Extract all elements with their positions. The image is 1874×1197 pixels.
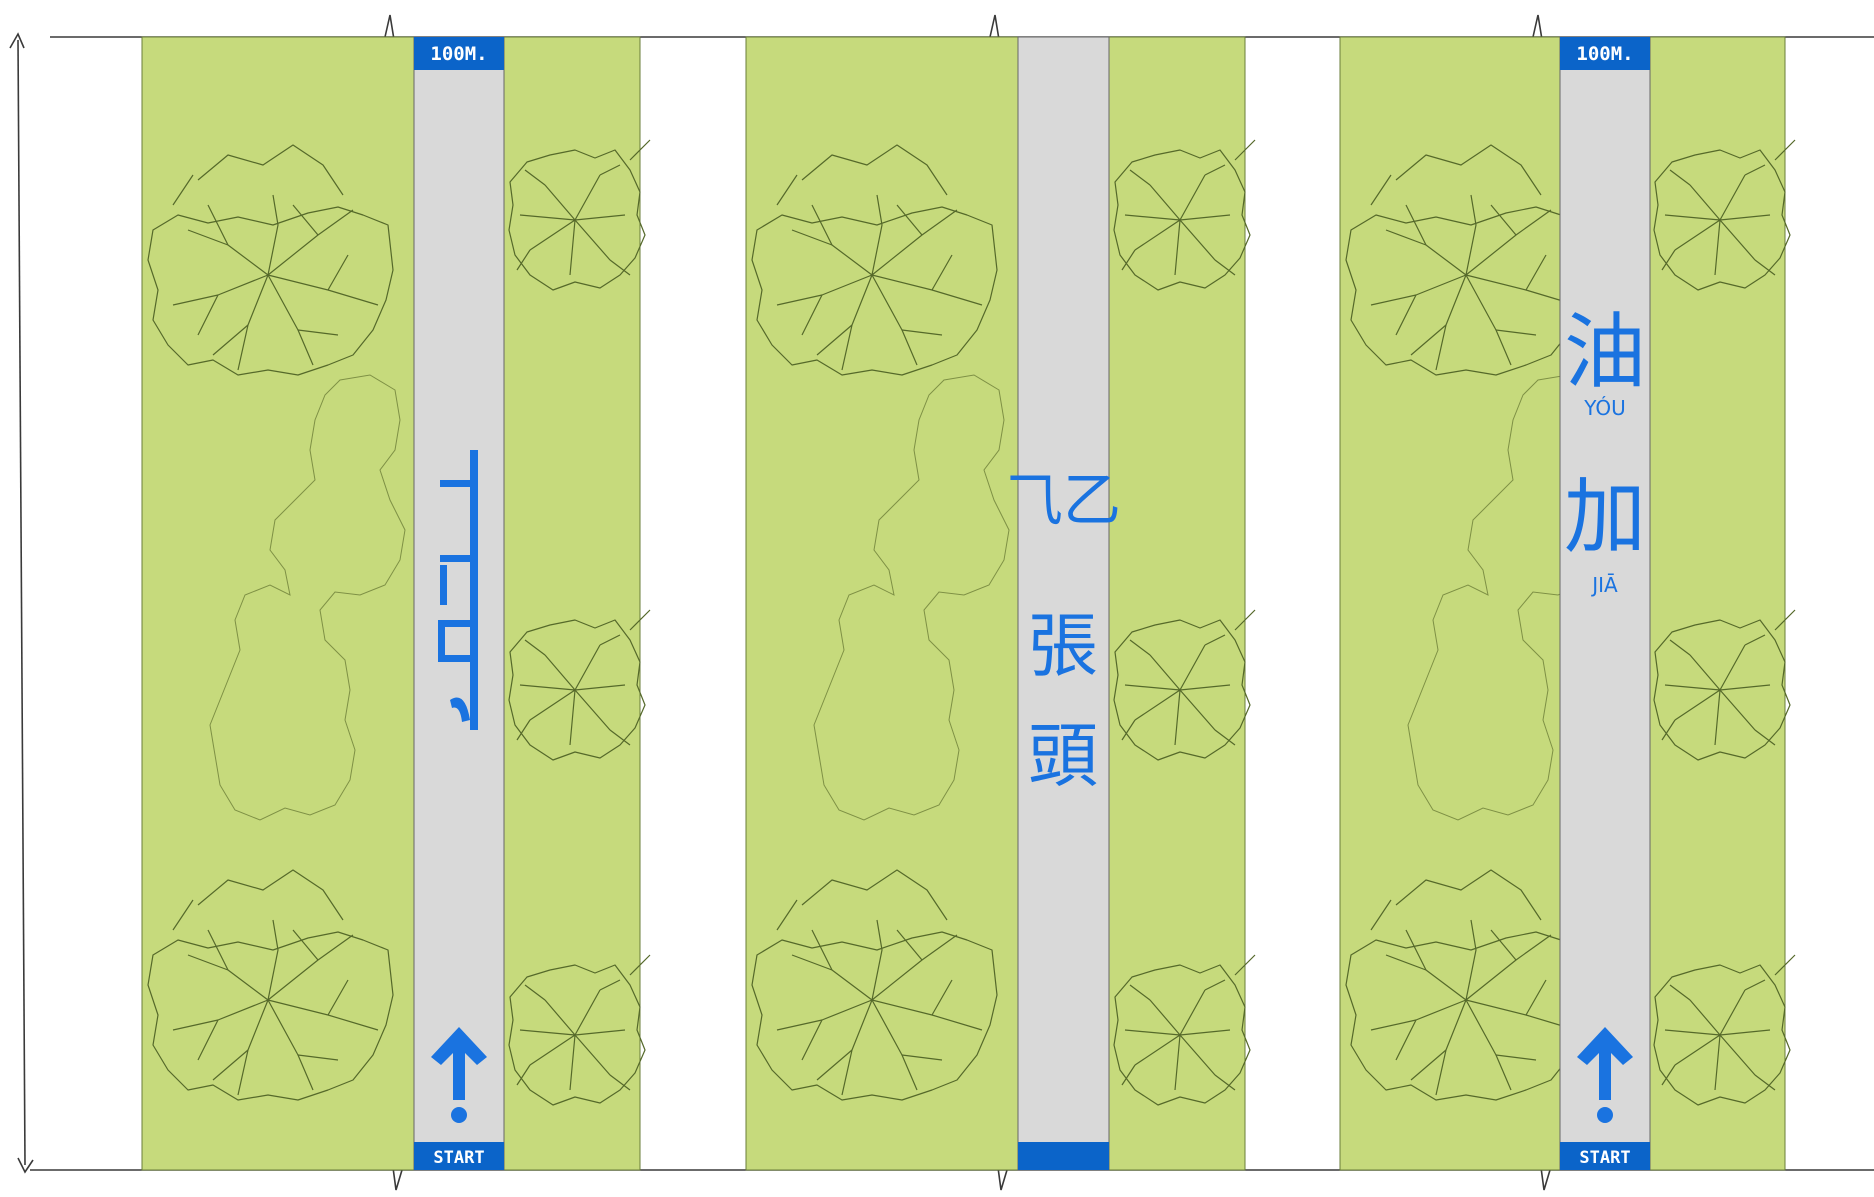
dimension-line bbox=[9, 32, 34, 1174]
distance-bar bbox=[1560, 37, 1650, 70]
panel-3: 100M. START 油 YÓU 加 JIĀ bbox=[1339, 36, 1796, 1171]
distance-bar bbox=[414, 37, 504, 70]
lane-script bbox=[438, 450, 478, 730]
start-label: START bbox=[433, 1148, 484, 1168]
start-bar bbox=[414, 1142, 504, 1170]
lane-track bbox=[1017, 36, 1110, 1171]
distance-label: 100M. bbox=[1576, 43, 1633, 65]
pinyin-label: JIĀ bbox=[1590, 573, 1618, 597]
start-label: START bbox=[1579, 1148, 1630, 1168]
start-bar bbox=[1560, 1142, 1650, 1170]
lane-track bbox=[413, 36, 505, 1171]
lane-track bbox=[1559, 36, 1651, 1171]
lane-char: 加 bbox=[1564, 470, 1646, 565]
lane-char: 油 bbox=[1564, 305, 1646, 400]
panel-2: ⺄乙 張 頭 bbox=[745, 36, 1256, 1171]
start-bar bbox=[1018, 1142, 1109, 1170]
panel-1: 100M. START bbox=[141, 36, 651, 1171]
distance-label: 100M. bbox=[430, 43, 487, 65]
lane-char: 頭 bbox=[1028, 715, 1098, 797]
lane-char: ⺄乙 bbox=[1005, 466, 1121, 534]
lane-char: 張 bbox=[1028, 605, 1098, 687]
pinyin-label: YÓU bbox=[1583, 396, 1626, 420]
